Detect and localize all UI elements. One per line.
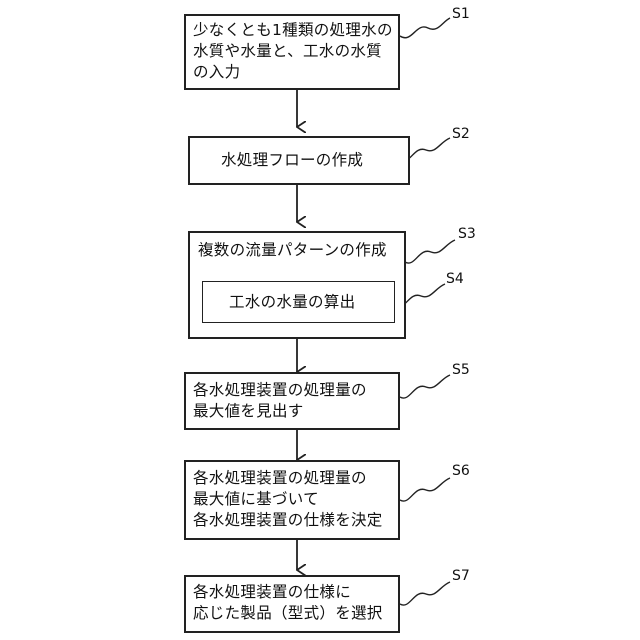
- step-s2-label: S2: [452, 126, 470, 142]
- step-s6-label: S6: [452, 463, 470, 479]
- step-s1-text: 少なくとも1種類の処理水の 水質や水量と、工水の水質 の入力: [193, 20, 393, 83]
- leader-s3: [405, 240, 455, 263]
- step-s4-text: 工水の水量の算出: [229, 292, 355, 313]
- step-s3-label: S3: [458, 226, 476, 242]
- step-s5-text: 各水処理装置の処理量の 最大値を見出す: [193, 380, 367, 422]
- leader-s7: [400, 582, 450, 605]
- leader-s6: [400, 478, 450, 501]
- step-s1-label: S1: [452, 6, 470, 22]
- step-s4-label: S4: [446, 271, 464, 287]
- step-s7-text: 各水処理装置の仕様に 応じた製品（型式）を選択: [193, 582, 383, 624]
- step-s6-text: 各水処理装置の処理量の 最大値に基づいて 各水処理装置の仕様を決定: [193, 468, 383, 531]
- step-s7-label: S7: [452, 568, 470, 584]
- step-s3-text: 複数の流量パターンの作成: [198, 240, 387, 261]
- step-s2-text: 水処理フローの作成: [221, 150, 363, 171]
- leader-s1: [400, 18, 450, 38]
- leader-s5: [400, 375, 450, 398]
- step-s5-label: S5: [452, 362, 470, 378]
